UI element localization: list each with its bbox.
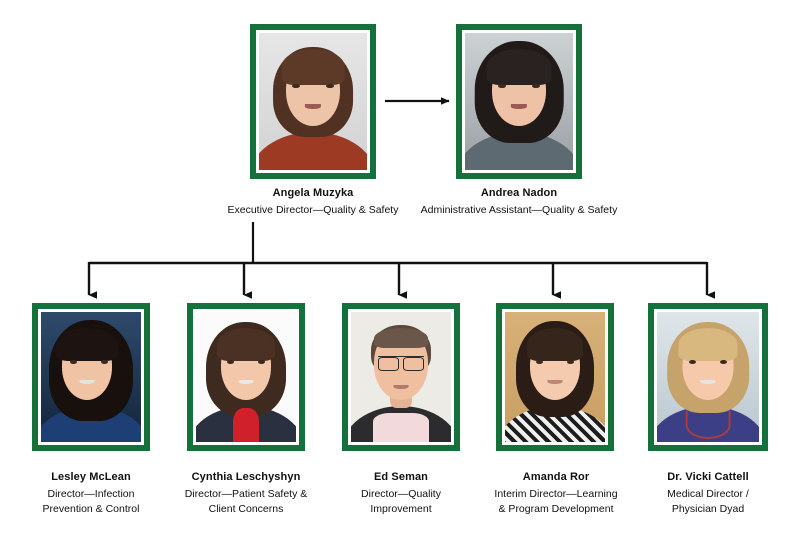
caption-cynthia-leschyshyn: Cynthia Leschyshyn Director—Patient Safe…	[171, 470, 321, 516]
person-title-line: Client Concerns	[208, 502, 284, 515]
photo-frame-andrea-nadon[interactable]	[456, 24, 582, 179]
photo-frame-ed-seman[interactable]	[342, 303, 460, 451]
stethoscope-icon	[685, 411, 731, 440]
caption-andrea-nadon: Andrea Nadon Administrative Assistant—Qu…	[339, 186, 699, 218]
photo-frame-lesley-mclean[interactable]	[32, 303, 150, 451]
person-name: Amanda Ror	[522, 471, 590, 483]
caption-vicki-cattell: Dr. Vicki Cattell Medical Director / Phy…	[638, 470, 778, 516]
cynthia-leschyshyn-photo	[196, 312, 296, 442]
person-title: Medical Director / Physician Dyad	[638, 487, 778, 516]
person-name: Lesley McLean	[51, 471, 131, 483]
photo-frame-vicki-cattell[interactable]	[648, 303, 768, 451]
person-title: Director—Patient Safety & Client Concern…	[171, 487, 321, 516]
person-title-line: Director—Infection	[47, 488, 135, 500]
person-title: Director—Quality Improvement	[331, 487, 471, 516]
person-name: Cynthia Leschyshyn	[191, 471, 301, 483]
person-title-line: Medical Director /	[667, 488, 749, 500]
caption-amanda-ror: Amanda Ror Interim Director—Learning & P…	[481, 470, 631, 516]
person-name: Andrea Nadon	[480, 187, 558, 199]
amanda-ror-photo	[505, 312, 605, 442]
photo-frame-cynthia-leschyshyn[interactable]	[187, 303, 305, 451]
person-name: Ed Seman	[374, 471, 428, 483]
caption-angela-muzyka: Angela Muzyka Executive Director—Quality…	[133, 186, 493, 218]
person-title-line: Prevention & Control	[42, 502, 140, 515]
person-title: Executive Director—Quality & Safety	[133, 203, 493, 218]
person-title-line: Improvement	[370, 502, 432, 515]
eyeglasses-icon	[378, 356, 424, 371]
caption-ed-seman: Ed Seman Director—Quality Improvement	[331, 470, 471, 516]
person-title-line: Director—Quality	[361, 488, 441, 500]
person-name: Dr. Vicki Cattell	[667, 471, 749, 483]
caption-lesley-mclean: Lesley McLean Director—Infection Prevent…	[21, 470, 161, 516]
person-title-line: & Program Development	[498, 502, 614, 515]
vicki-cattell-photo	[657, 312, 759, 442]
person-title-line: Interim Director—Learning	[494, 488, 618, 500]
person-title-line: Administrative Assistant—Quality & Safet…	[420, 204, 618, 216]
person-name: Angela Muzyka	[272, 187, 354, 199]
person-title-line: Physician Dyad	[671, 502, 745, 515]
person-title: Administrative Assistant—Quality & Safet…	[339, 203, 699, 218]
person-title-line: Director—Patient Safety &	[184, 488, 308, 500]
lesley-mclean-photo	[41, 312, 141, 442]
angela-muzyka-photo	[259, 33, 367, 170]
photo-frame-angela-muzyka[interactable]	[250, 24, 376, 179]
person-title: Interim Director—Learning & Program Deve…	[481, 487, 631, 516]
ed-seman-photo	[351, 312, 451, 442]
andrea-nadon-photo	[465, 33, 573, 170]
person-title-line: Executive Director—Quality & Safety	[227, 204, 399, 216]
person-title: Director—Infection Prevention & Control	[21, 487, 161, 516]
photo-frame-amanda-ror[interactable]	[496, 303, 614, 451]
